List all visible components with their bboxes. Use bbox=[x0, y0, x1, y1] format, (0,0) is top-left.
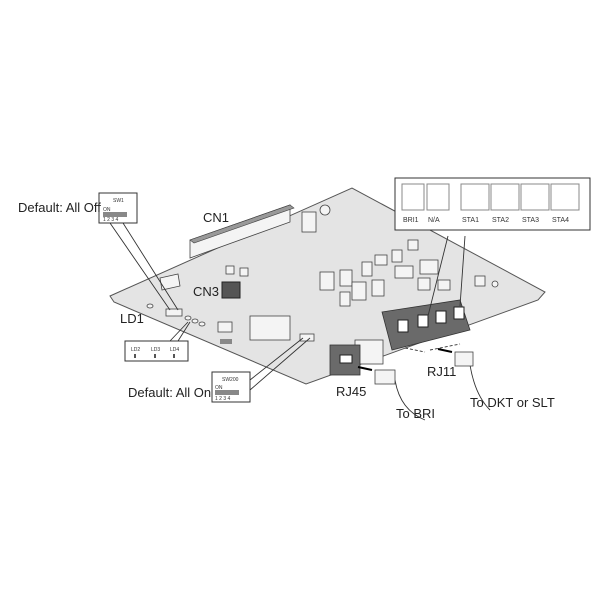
ld1-label: LD1 bbox=[120, 311, 144, 326]
port-label: STA1 bbox=[462, 217, 479, 224]
sw1-switch bbox=[165, 308, 183, 317]
to-bri-label: To BRI bbox=[396, 406, 435, 421]
components bbox=[319, 239, 499, 307]
rj45-jack bbox=[329, 339, 384, 376]
port-jack-icon bbox=[426, 183, 450, 211]
chip bbox=[217, 321, 233, 333]
ld2-label: LD2 bbox=[131, 347, 140, 353]
port-label: STA2 bbox=[492, 217, 509, 224]
sw200-switch bbox=[299, 333, 315, 342]
port-label: STA4 bbox=[552, 217, 569, 224]
dkt-cable bbox=[469, 364, 491, 411]
to-dkt-label: To DKT or SLT bbox=[470, 395, 555, 410]
sw1-pins: 1 2 3 4 bbox=[103, 217, 119, 223]
rj45-plug bbox=[374, 369, 396, 385]
component bbox=[239, 267, 249, 277]
chip bbox=[220, 339, 232, 344]
port-jack-icon bbox=[401, 183, 425, 211]
capacitor bbox=[301, 211, 317, 233]
rj11-jacks bbox=[381, 299, 471, 351]
connector-block bbox=[249, 315, 291, 341]
port-jack-icon bbox=[550, 183, 580, 211]
sw1-default-label: Default: All Off bbox=[18, 200, 101, 215]
port-label: N/A bbox=[428, 217, 440, 224]
leds bbox=[146, 303, 206, 327]
component bbox=[225, 265, 235, 275]
rj11-label: RJ11 bbox=[427, 364, 456, 379]
sw200-default-label: Default: All On bbox=[128, 385, 211, 400]
led-callout: LD2 LD3 LD4 bbox=[124, 321, 191, 362]
port-label: BRI1 bbox=[403, 217, 419, 224]
arrow-icon bbox=[357, 366, 373, 371]
sw1-on-label: ON bbox=[103, 207, 111, 213]
sw1-label: SW1 bbox=[113, 198, 124, 204]
ld3-label: LD3 bbox=[151, 347, 160, 353]
bri-cable bbox=[394, 379, 426, 421]
rj11-plug bbox=[454, 351, 474, 367]
cn3-label: CN3 bbox=[193, 284, 219, 299]
arrow-icon bbox=[437, 348, 453, 353]
cn3-header bbox=[221, 281, 241, 299]
sw200-pins: 1 2 3 4 bbox=[215, 396, 231, 402]
port-jack-icon bbox=[460, 183, 490, 211]
port-jack-icon bbox=[490, 183, 520, 211]
port-jack-icon bbox=[520, 183, 550, 211]
port-callout: BRI1 N/A STA1 STA2 STA3 STA4 bbox=[394, 177, 591, 317]
sw200-callout: SW200 ON 1 2 3 4 bbox=[211, 337, 311, 403]
rj45-label: RJ45 bbox=[336, 384, 366, 399]
cn1-label: CN1 bbox=[203, 210, 229, 225]
cn1-connector bbox=[189, 204, 295, 259]
chip bbox=[159, 273, 181, 291]
port-label: STA3 bbox=[522, 217, 539, 224]
mount-screw bbox=[319, 204, 331, 216]
ld4-label: LD4 bbox=[170, 347, 179, 353]
sw200-on-label: ON bbox=[215, 385, 223, 391]
sw200-label: SW200 bbox=[222, 377, 239, 383]
sw1-callout: SW1 ON 1 2 3 4 bbox=[98, 192, 179, 311]
